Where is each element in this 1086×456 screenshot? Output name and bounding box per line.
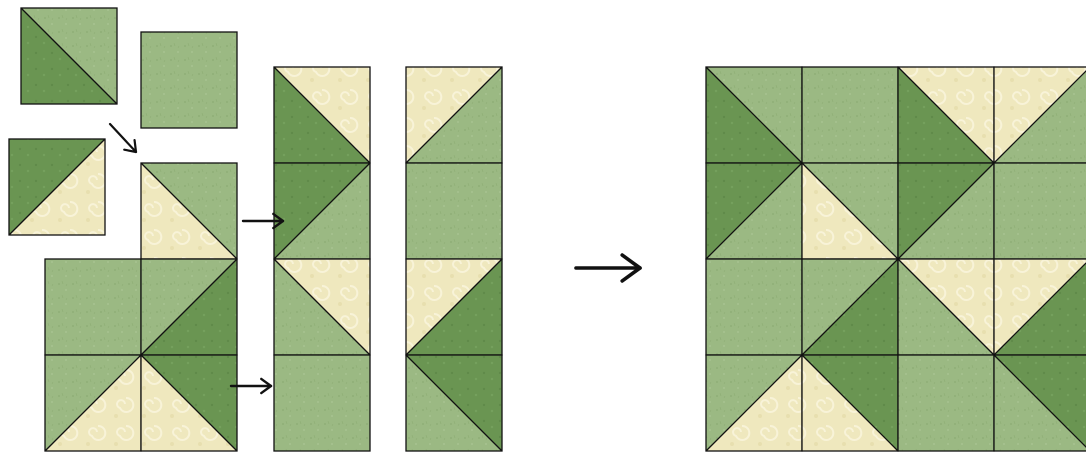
partial-quilt-block — [45, 259, 237, 451]
quilt-square — [406, 259, 502, 355]
quilt-square — [21, 8, 117, 104]
light-green-fabric — [994, 163, 1086, 259]
quilt-square — [9, 139, 105, 235]
light-green-fabric — [406, 163, 502, 259]
quilt-square — [45, 355, 141, 451]
quilt-square — [141, 32, 237, 128]
quilt-square — [898, 67, 994, 163]
quilt-square — [706, 67, 802, 163]
quilt-square — [802, 163, 898, 259]
light-green-fabric — [45, 259, 141, 355]
quilt-square — [802, 259, 898, 355]
quilt-square — [274, 355, 370, 451]
light-green-fabric — [898, 355, 994, 451]
quilt-square — [274, 163, 370, 259]
light-green-fabric — [706, 259, 802, 355]
light-green-fabric — [141, 32, 237, 128]
arrow-to-square — [110, 124, 136, 152]
quilt-square — [141, 163, 237, 259]
quilt-square — [406, 163, 502, 259]
quilt-square — [994, 259, 1086, 355]
quilt-square — [994, 67, 1086, 163]
quilt-square — [706, 259, 802, 355]
arrow-to-strip-a-upper — [243, 214, 283, 228]
light-green-fabric — [802, 67, 898, 163]
quilt-square — [898, 259, 994, 355]
sewn-strip-b — [406, 67, 502, 451]
quilt-square — [274, 259, 370, 355]
quilt-square — [406, 67, 502, 163]
quilt-square — [141, 355, 237, 451]
quilt-square — [706, 355, 802, 451]
quilt-square — [898, 355, 994, 451]
quilt-square — [274, 67, 370, 163]
light-green-fabric — [274, 355, 370, 451]
arrow-to-result — [576, 255, 640, 281]
quilt-square — [802, 67, 898, 163]
quilt-square — [406, 355, 502, 451]
sewn-strip-a — [274, 67, 370, 451]
quilt-square — [706, 163, 802, 259]
quilt-square — [898, 163, 994, 259]
quilt-square — [994, 163, 1086, 259]
quilt-square — [141, 259, 237, 355]
finished-quilt-block — [706, 67, 1086, 451]
quilt-square — [994, 355, 1086, 451]
quilt-square — [45, 259, 141, 355]
loose-squares — [9, 8, 237, 259]
quilt-square — [802, 355, 898, 451]
